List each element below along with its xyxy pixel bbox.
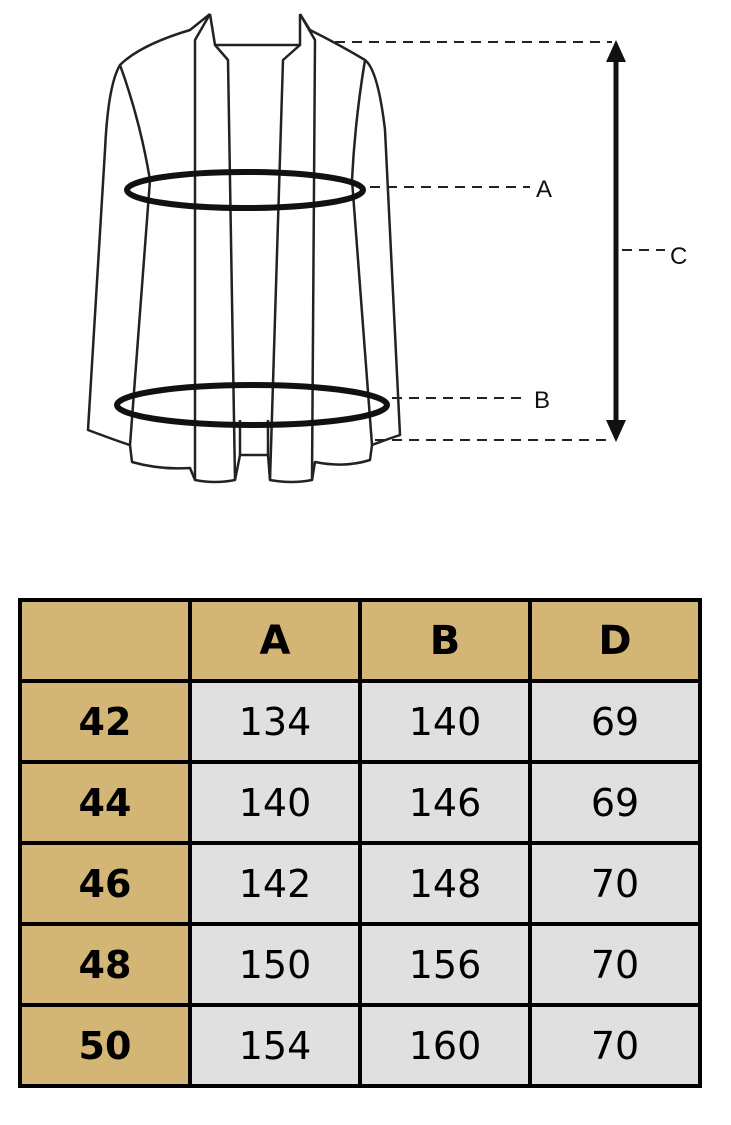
header-cell-a: A <box>188 598 362 683</box>
size-cell: 42 <box>18 679 192 764</box>
value-d: 70 <box>528 841 702 926</box>
table-header-row: A B D <box>18 598 702 683</box>
header-cell-size <box>18 598 192 683</box>
value-b: 146 <box>358 760 532 845</box>
value-a: 142 <box>188 841 362 926</box>
value-a: 134 <box>188 679 362 764</box>
dashed-guides <box>335 41 665 441</box>
label-a: A <box>536 176 552 203</box>
header-cell-b: B <box>358 598 532 683</box>
measurement-loop-a <box>124 169 366 211</box>
label-c: C <box>670 243 687 270</box>
cardigan-outline <box>86 13 402 484</box>
cardigan-measurement-diagram: A B C <box>86 13 687 484</box>
table-row: 50 154 160 70 <box>18 1003 702 1088</box>
header-cell-d: D <box>528 598 702 683</box>
value-a: 154 <box>188 1003 362 1088</box>
table-row: 44 140 146 69 <box>18 760 702 845</box>
value-a: 140 <box>188 760 362 845</box>
value-b: 160 <box>358 1003 532 1088</box>
value-b: 140 <box>358 679 532 764</box>
length-arrow-c <box>606 40 626 442</box>
size-cell: 50 <box>18 1003 192 1088</box>
value-b: 156 <box>358 922 532 1007</box>
value-d: 70 <box>528 1003 702 1088</box>
label-b: B <box>534 387 550 414</box>
value-d: 69 <box>528 679 702 764</box>
size-table: A B D 42 134 140 69 44 140 146 69 46 142… <box>18 598 702 1088</box>
measurement-loop-b <box>114 382 390 428</box>
value-d: 70 <box>528 922 702 1007</box>
value-d: 69 <box>528 760 702 845</box>
table-row: 46 142 148 70 <box>18 841 702 926</box>
size-cell: 44 <box>18 760 192 845</box>
size-cell: 48 <box>18 922 192 1007</box>
size-cell: 46 <box>18 841 192 926</box>
table-row: 42 134 140 69 <box>18 679 702 764</box>
value-a: 150 <box>188 922 362 1007</box>
table-row: 48 150 156 70 <box>18 922 702 1007</box>
value-b: 148 <box>358 841 532 926</box>
